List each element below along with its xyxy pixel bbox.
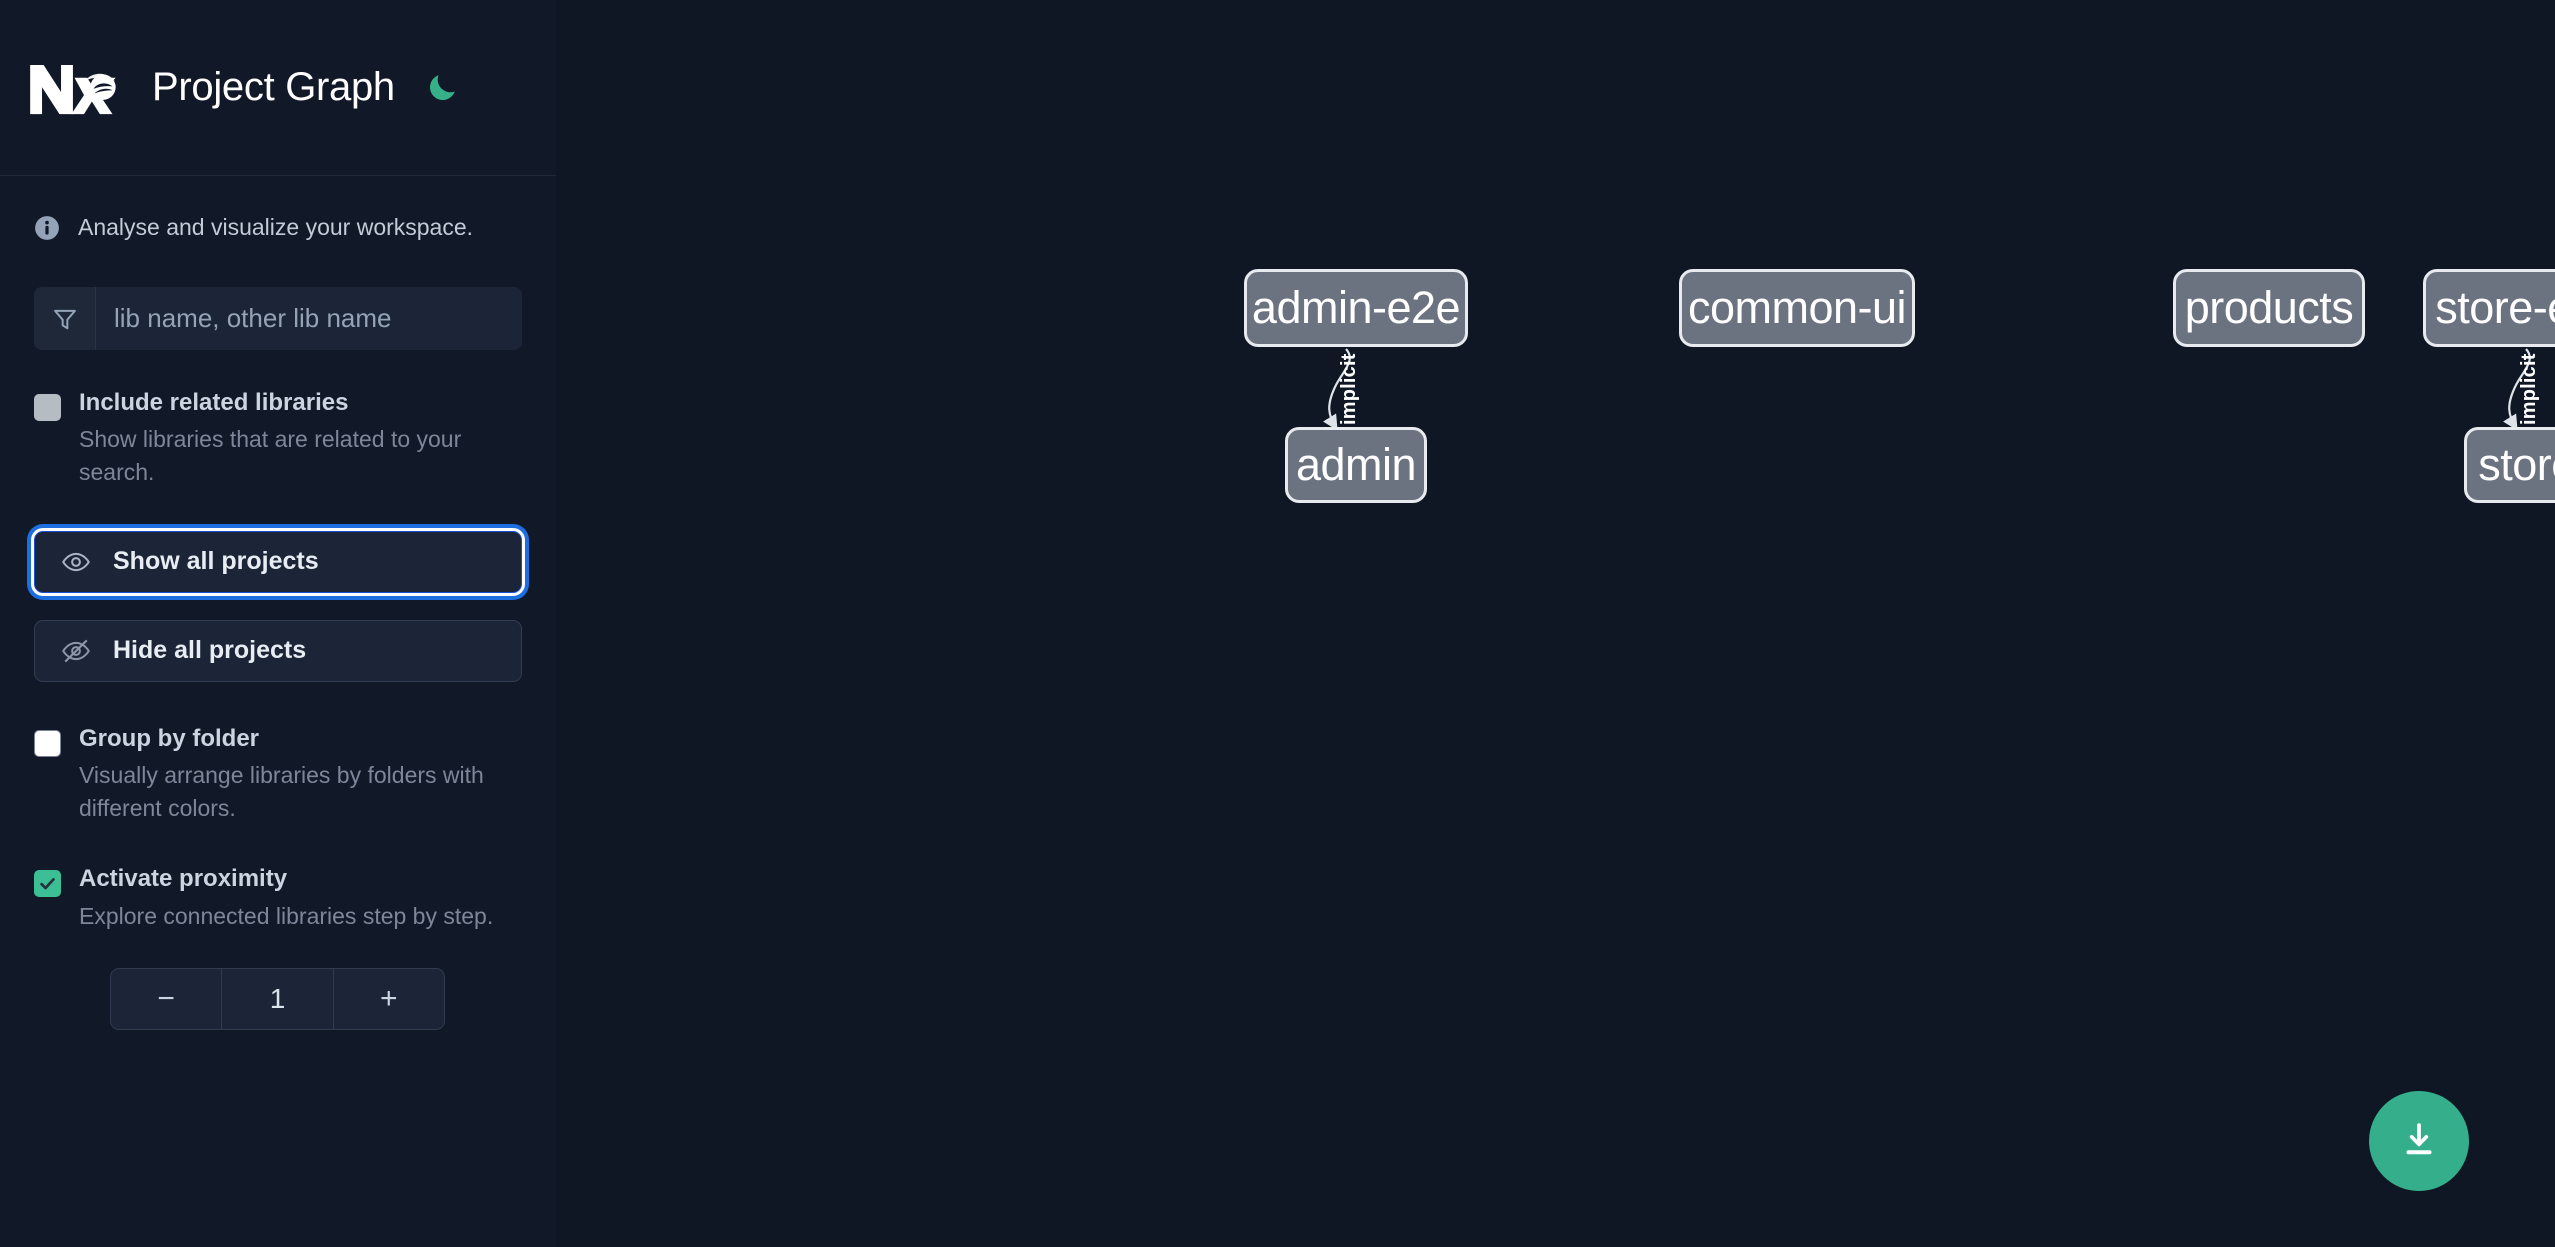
tagline-text: Analyse and visualize your workspace. <box>78 214 474 240</box>
project-visibility-buttons: Show all projects Hide all projects <box>34 530 522 682</box>
option-activate-proximity: Activate proximity Explore connected lib… <box>34 866 522 932</box>
option-description: Show libraries that are related to your … <box>79 426 462 486</box>
graph-canvas[interactable]: implicit implicit admin-e2e common-ui pr… <box>556 0 2555 1247</box>
proximity-stepper: − 1 + <box>110 968 445 1031</box>
nx-logo-icon <box>27 57 122 119</box>
page-title: Project Graph <box>152 65 395 109</box>
edge-label-implicit-admin: implicit <box>1338 353 1360 425</box>
sidebar: Project Graph Analyse and visualize your… <box>0 0 556 1247</box>
graph-node-products[interactable]: products <box>2173 269 2365 347</box>
option-description: Explore connected libraries step by step… <box>79 902 494 929</box>
option-title: Group by folder <box>79 724 259 752</box>
proximity-decrement-button[interactable]: − <box>111 969 222 1030</box>
eye-icon <box>61 547 91 577</box>
show-all-projects-label: Show all projects <box>113 547 319 576</box>
graph-node-store-e2e[interactable]: store-e2e <box>2423 269 2555 347</box>
proximity-increment-button[interactable]: + <box>333 969 444 1030</box>
hide-all-projects-button[interactable]: Hide all projects <box>34 619 522 682</box>
filter-funnel-icon[interactable] <box>34 287 96 350</box>
hide-all-projects-label: Hide all projects <box>113 636 307 665</box>
graph-edges <box>1322 348 2531 431</box>
edge-label-implicit-store: implicit <box>2518 353 2540 425</box>
download-icon <box>2398 1119 2440 1164</box>
graph-node-common-ui[interactable]: common-ui <box>1679 269 1915 347</box>
option-include-related-libraries: Include related libraries Show libraries… <box>34 389 522 489</box>
show-all-projects-button[interactable]: Show all projects <box>34 530 522 593</box>
sidebar-body: Analyse and visualize your workspace. In… <box>0 176 556 1031</box>
graph-node-admin-e2e[interactable]: admin-e2e <box>1244 269 1468 347</box>
moon-icon[interactable] <box>421 67 463 109</box>
option-title: Activate proximity <box>79 865 288 893</box>
option-title: Include related libraries <box>79 389 349 416</box>
search-row <box>34 287 522 350</box>
sidebar-header: Project Graph <box>0 0 556 176</box>
option-description: Visually arrange libraries by folders wi… <box>79 762 484 821</box>
graph-node-store[interactable]: store <box>2464 427 2555 503</box>
include-related-libraries-checkbox[interactable] <box>34 394 61 421</box>
workspace-tagline: Analyse and visualize your workspace. <box>34 176 522 241</box>
download-graph-button[interactable] <box>2369 1091 2469 1191</box>
info-icon <box>34 215 60 241</box>
group-by-folder-checkbox[interactable] <box>34 729 61 757</box>
search-input[interactable] <box>96 287 522 350</box>
eye-off-icon <box>61 636 91 666</box>
graph-node-admin[interactable]: admin <box>1285 427 1427 503</box>
proximity-value: 1 <box>221 969 334 1030</box>
activate-proximity-checkbox[interactable] <box>34 870 61 898</box>
option-group-by-folder: Group by folder Visually arrange librari… <box>34 724 522 825</box>
